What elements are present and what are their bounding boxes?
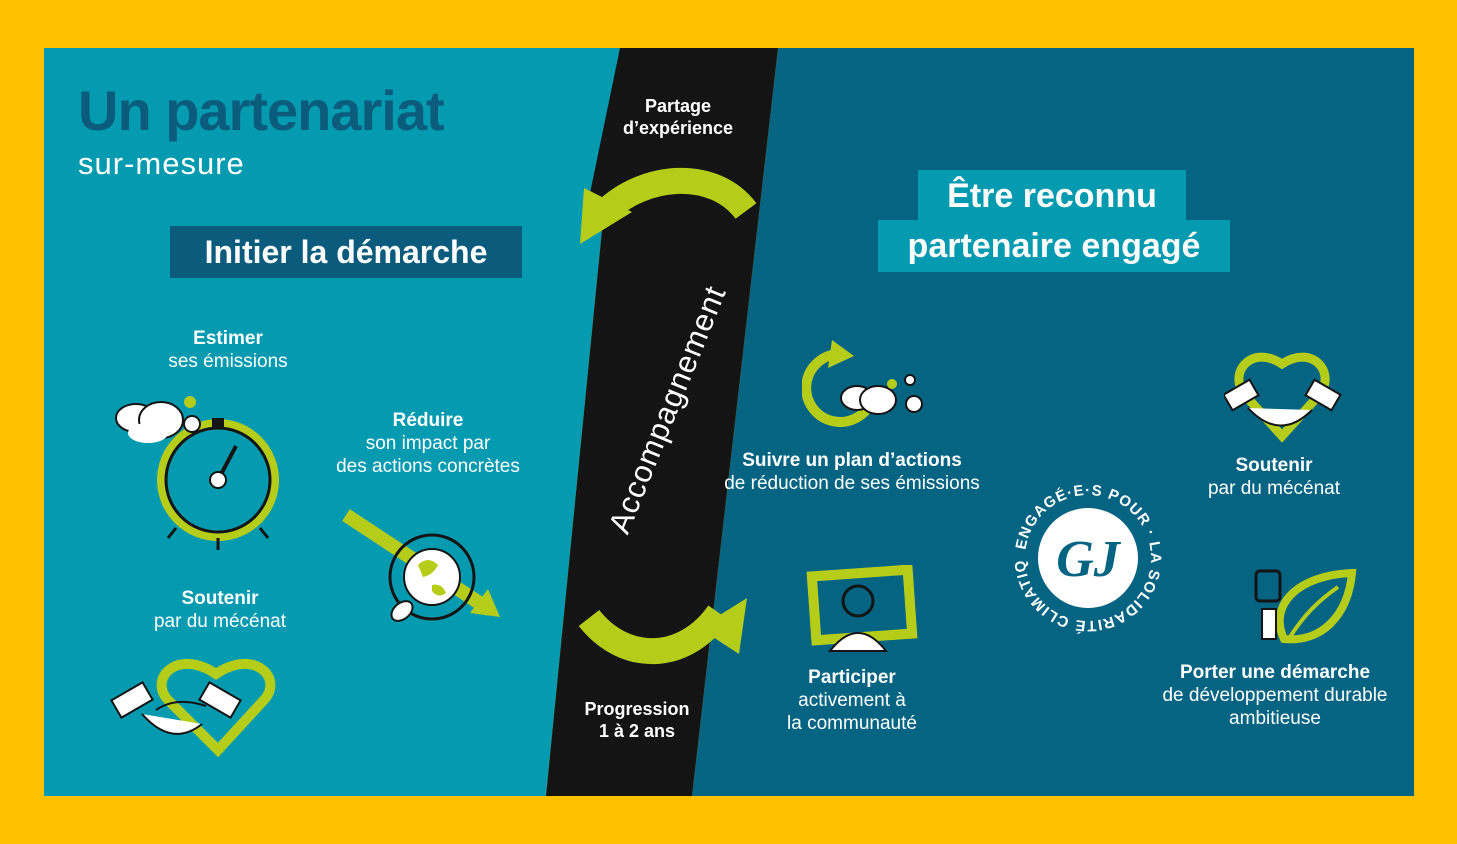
band-bottom-line-1: Progression	[584, 699, 690, 719]
left-item-line: des actions concrètes	[336, 455, 520, 477]
right-item-line: la communauté	[787, 712, 917, 734]
right-item-title: Soutenir	[1235, 455, 1313, 476]
left-item-estimer: Estimer ses émissions	[118, 328, 338, 374]
left-heading-text: Initier la démarche	[204, 234, 488, 270]
band-bottom-line-2: 1 à 2 ans	[598, 720, 676, 741]
handshake-heart-icon	[110, 658, 276, 758]
right-item-line: de réduction de ses émissions	[724, 472, 980, 494]
badge-initials: GJ	[1056, 531, 1122, 588]
right-item-soutenir: Soutenir par du mécénat	[1174, 455, 1374, 501]
right-item-porter: Porter une démarche de développement dur…	[1150, 662, 1400, 730]
band-top-line-1: Partage	[644, 96, 712, 116]
band-top-label: Partage d’expérience	[610, 96, 746, 139]
right-heading-line-1: Être reconnu	[918, 170, 1186, 222]
presenter-icon	[806, 565, 918, 652]
left-item-title: Estimer	[193, 328, 263, 349]
left-heading: Initier la démarche	[170, 226, 522, 278]
stopwatch-icon	[115, 396, 279, 550]
solidarite-climatique-badge: ENGAGÉ·E·S POUR · LA SOLIDARITÉ CLIMATIQ…	[1008, 478, 1166, 636]
band-top-line-2: d’expérience	[622, 117, 734, 138]
left-item-title: Soutenir	[181, 588, 259, 609]
left-item-title: Réduire	[392, 410, 464, 431]
handshake-heart-icon	[1224, 352, 1342, 443]
right-item-suivre: Suivre un plan d’actions de réduction de…	[712, 450, 992, 496]
right-item-line: par du mécénat	[1207, 477, 1341, 499]
left-item-soutenir: Soutenir par du mécénat	[110, 588, 330, 634]
right-panel	[692, 48, 1414, 796]
right-item-line: de développement durable	[1162, 684, 1388, 706]
right-item-title: Suivre un plan d’actions	[742, 450, 962, 471]
page-title: Un partenariat	[78, 79, 445, 142]
right-item-line: ambitieuse	[1229, 707, 1321, 729]
fist-leaf-icon	[1254, 568, 1357, 644]
right-item-title: Participer	[808, 667, 896, 688]
left-item-line: son impact par	[365, 432, 491, 454]
cycle-arrow-icon	[802, 340, 923, 427]
left-item-reduire: Réduire son impact par des actions concr…	[318, 410, 538, 478]
right-item-participer: Participer activement à la communauté	[752, 667, 952, 735]
right-item-line: activement à	[798, 689, 906, 711]
globe-arrow-icon	[342, 509, 500, 622]
top-arrow-icon	[594, 167, 757, 223]
left-item-line: par du mécénat	[153, 610, 287, 632]
page-subtitle: sur-mesure	[78, 146, 245, 181]
left-item-line: ses émissions	[168, 350, 288, 372]
band-bottom-label: Progression 1 à 2 ans	[572, 699, 702, 742]
right-heading-line-2: partenaire engagé	[878, 220, 1230, 272]
right-item-title: Porter une démarche	[1179, 662, 1371, 683]
black-band	[546, 48, 778, 796]
